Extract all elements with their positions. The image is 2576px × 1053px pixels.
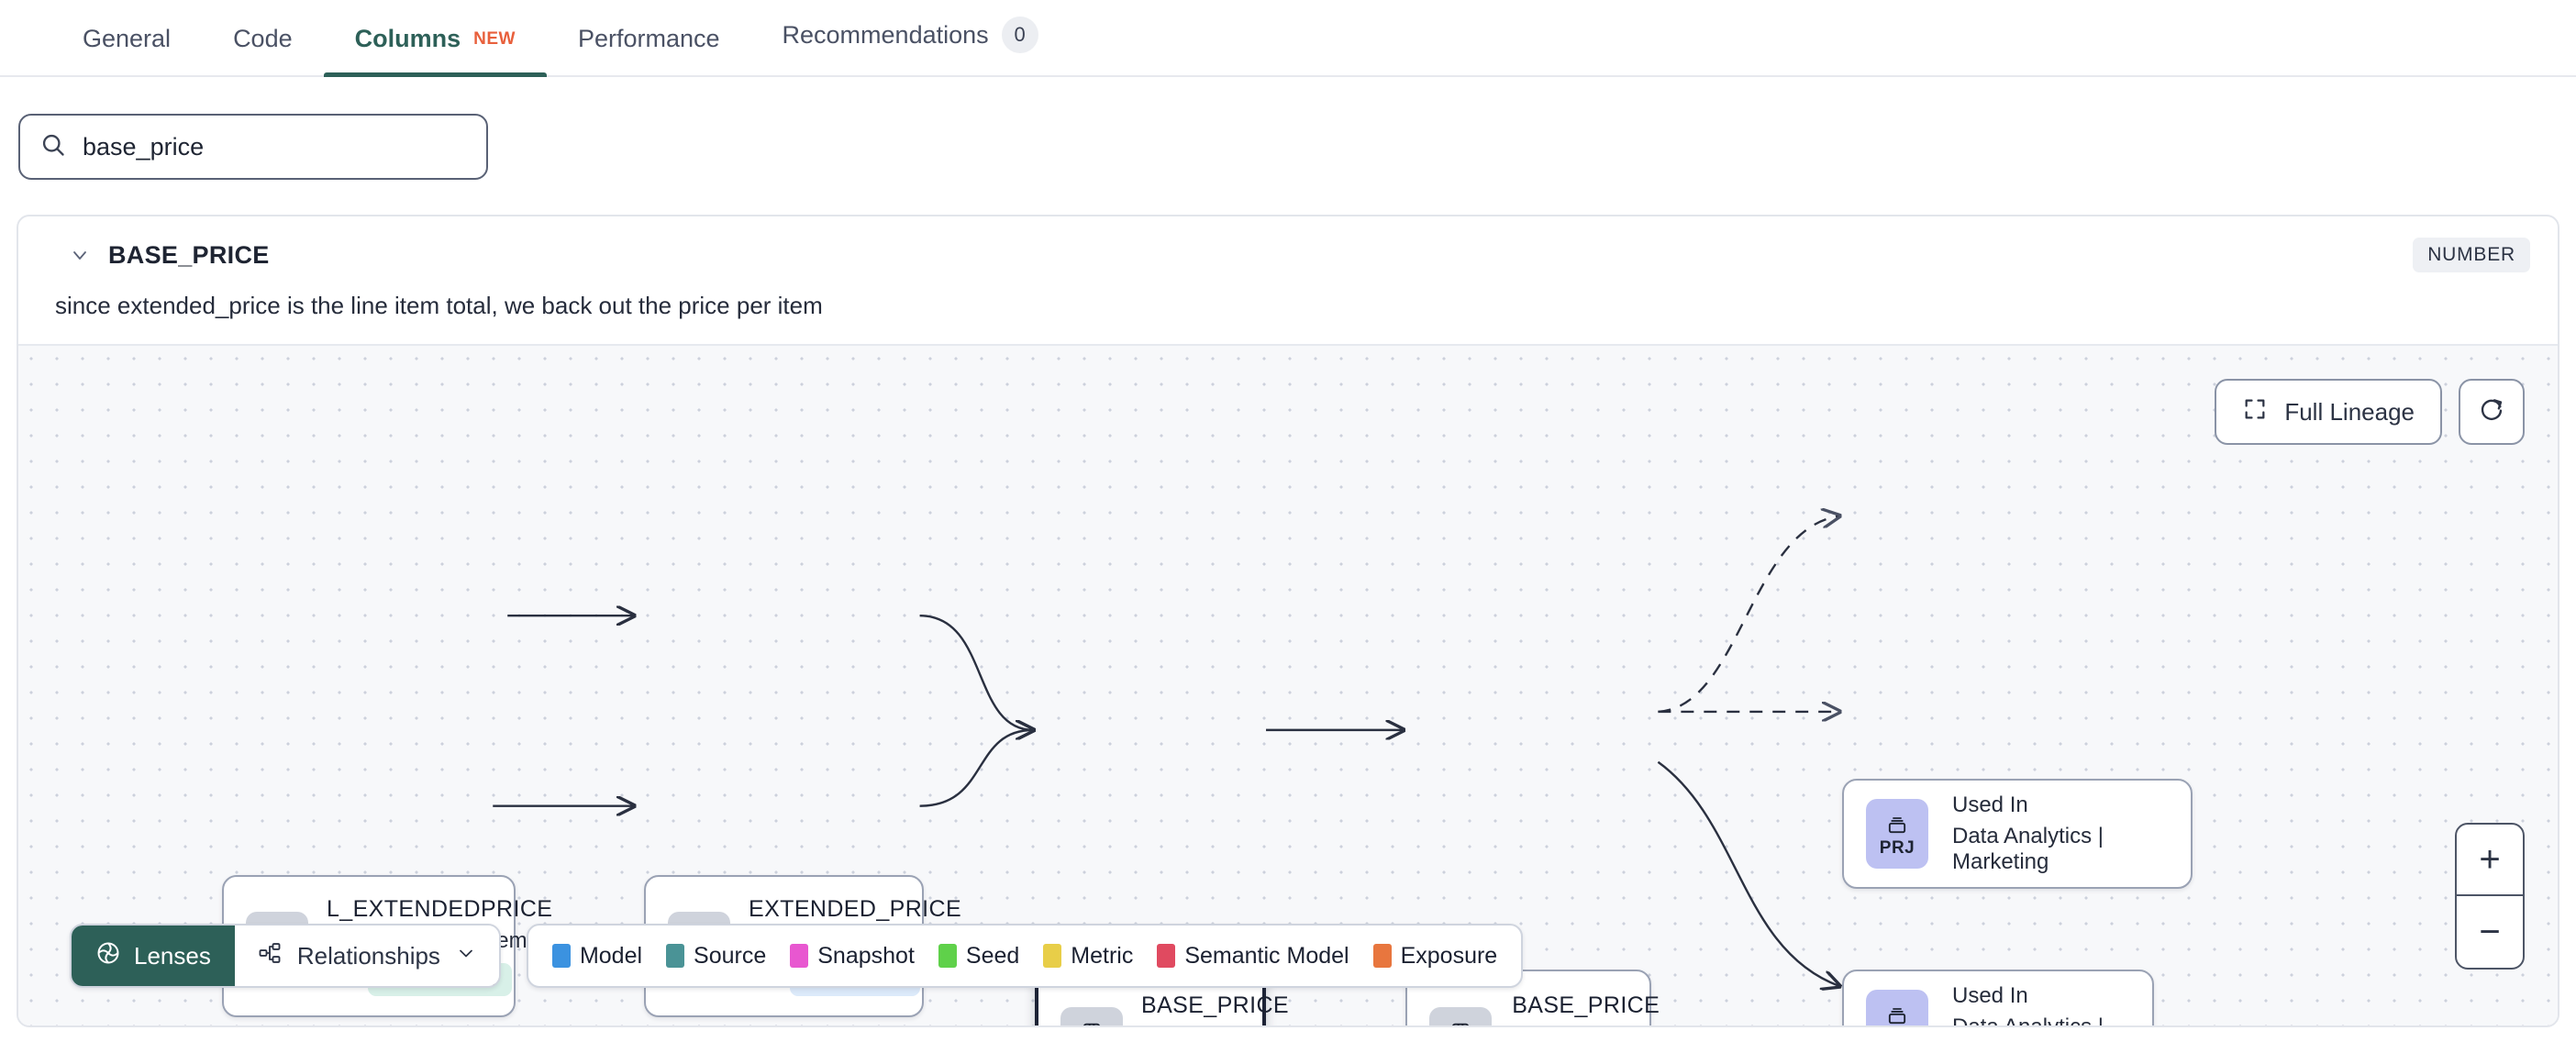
relationships-label: Relationships xyxy=(296,941,440,970)
prj-icon: PRJ xyxy=(1866,799,1928,869)
zoom-out-button[interactable]: − xyxy=(2479,912,2501,952)
tab-columns[interactable]: Columns NEW xyxy=(323,25,548,77)
col-icon: COL xyxy=(1429,1007,1492,1025)
legend-item-exposure: Exposure xyxy=(1372,942,1498,970)
recommendations-count-badge: 0 xyxy=(1001,17,1038,53)
search-area xyxy=(0,77,2576,180)
tab-code[interactable]: Code xyxy=(202,25,324,75)
tab-label: Recommendations xyxy=(782,20,989,49)
legend-item-metric: Metric xyxy=(1043,943,1133,970)
zoom-controls: + − xyxy=(2455,823,2525,970)
legend-swatch xyxy=(938,944,957,968)
column-panel: BASE_PRICE NUMBER since extended_price i… xyxy=(17,215,2559,1027)
full-lineage-label: Full Lineage xyxy=(2284,397,2415,426)
lineage-node-project-sales[interactable]: PRJ Used In Data Analytics | Sales xyxy=(1842,970,2154,1025)
legend-label: Metric xyxy=(1071,942,1134,969)
full-lineage-button[interactable]: Full Lineage xyxy=(2215,379,2442,445)
column-header[interactable]: BASE_PRICE NUMBER xyxy=(18,216,2558,273)
new-badge: NEW xyxy=(473,28,516,49)
legend-swatch xyxy=(1372,944,1392,968)
lineage-node-project-marketing[interactable]: PRJ Used In Data Analytics | Marketing xyxy=(1842,779,2193,889)
column-description: since extended_price is the line item to… xyxy=(55,292,823,319)
canvas-top-controls: Full Lineage xyxy=(2215,379,2525,445)
search-box[interactable] xyxy=(18,114,488,180)
tab-performance[interactable]: Performance xyxy=(547,25,751,75)
hierarchy-icon xyxy=(257,940,283,972)
tab-label: Performance xyxy=(577,25,720,52)
column-name: BASE_PRICE xyxy=(108,240,270,269)
tab-label: General xyxy=(83,25,172,52)
node-subtitle: order_items xyxy=(1157,1025,1273,1026)
prj-icon-label: PRJ xyxy=(1879,837,1915,858)
node-title: BASE_PRICE xyxy=(1141,992,1290,1018)
col-icon: COL xyxy=(1060,1007,1123,1025)
refresh-icon xyxy=(2478,396,2505,428)
expand-icon xyxy=(2242,396,2268,428)
tab-bar: General Code Columns NEW Performance Rec… xyxy=(0,0,2576,77)
node-title: BASE_PRICE xyxy=(1512,992,1660,1018)
node-subtitle: fct_order_items xyxy=(1510,1025,1661,1026)
node-title: EXTENDED_PRICE xyxy=(749,896,962,922)
chevron-down-icon xyxy=(455,942,477,970)
node-used-in-label: Used In xyxy=(1952,983,2028,1008)
lenses-label: Lenses xyxy=(134,941,211,970)
search-input[interactable] xyxy=(83,132,466,161)
node-used-in-label: Used In xyxy=(1952,793,2028,817)
legend-swatch xyxy=(666,944,685,968)
refresh-button[interactable] xyxy=(2459,379,2525,445)
lineage-edges xyxy=(493,346,2558,1026)
prj-icon: PRJ xyxy=(1866,990,1928,1025)
legend-label: Model xyxy=(579,942,643,969)
zoom-in-button[interactable]: + xyxy=(2457,825,2523,896)
relationships-dropdown[interactable]: Relationships xyxy=(234,926,499,986)
legend-swatch xyxy=(551,944,571,968)
node-type-legend: Model Source Snapshot Seed Metric xyxy=(526,924,1524,988)
node-project-name: Data Analytics | Marketing xyxy=(1952,824,2104,874)
legend-item-source: Source xyxy=(666,943,766,970)
tab-label: Columns xyxy=(354,25,461,52)
search-icon xyxy=(40,132,66,162)
legend-label: Exposure xyxy=(1400,942,1498,969)
legend-label: Seed xyxy=(965,942,1020,969)
legend-item-model: Model xyxy=(551,942,643,970)
column-type-badge: NUMBER xyxy=(2413,238,2530,272)
legend-label: Snapshot xyxy=(817,942,915,969)
lenses-button[interactable]: Lenses xyxy=(72,926,235,986)
legend-item-snapshot: Snapshot xyxy=(790,943,915,970)
canvas-bottom-bar: Lenses Relationships xyxy=(70,924,1524,988)
node-title: L_EXTENDEDPRICE xyxy=(327,896,553,922)
tab-recommendations[interactable]: Recommendations 0 xyxy=(751,17,1070,75)
legend-swatch xyxy=(1157,944,1176,968)
legend-item-semantic-model: Semantic Model xyxy=(1157,943,1349,970)
legend-label: Semantic Model xyxy=(1184,942,1349,969)
legend-swatch xyxy=(1043,944,1062,968)
tab-label: Code xyxy=(233,25,293,52)
legend-label: Source xyxy=(694,942,767,969)
node-project-name: Data Analytics | Sales xyxy=(1952,1014,2134,1025)
tab-general[interactable]: General xyxy=(51,25,202,75)
aperture-icon xyxy=(95,940,121,972)
legend-swatch xyxy=(790,944,809,968)
legend-item-seed: Seed xyxy=(938,943,1019,970)
chevron-down-icon[interactable] xyxy=(64,244,95,266)
lenses-group: Lenses Relationships xyxy=(70,924,501,988)
